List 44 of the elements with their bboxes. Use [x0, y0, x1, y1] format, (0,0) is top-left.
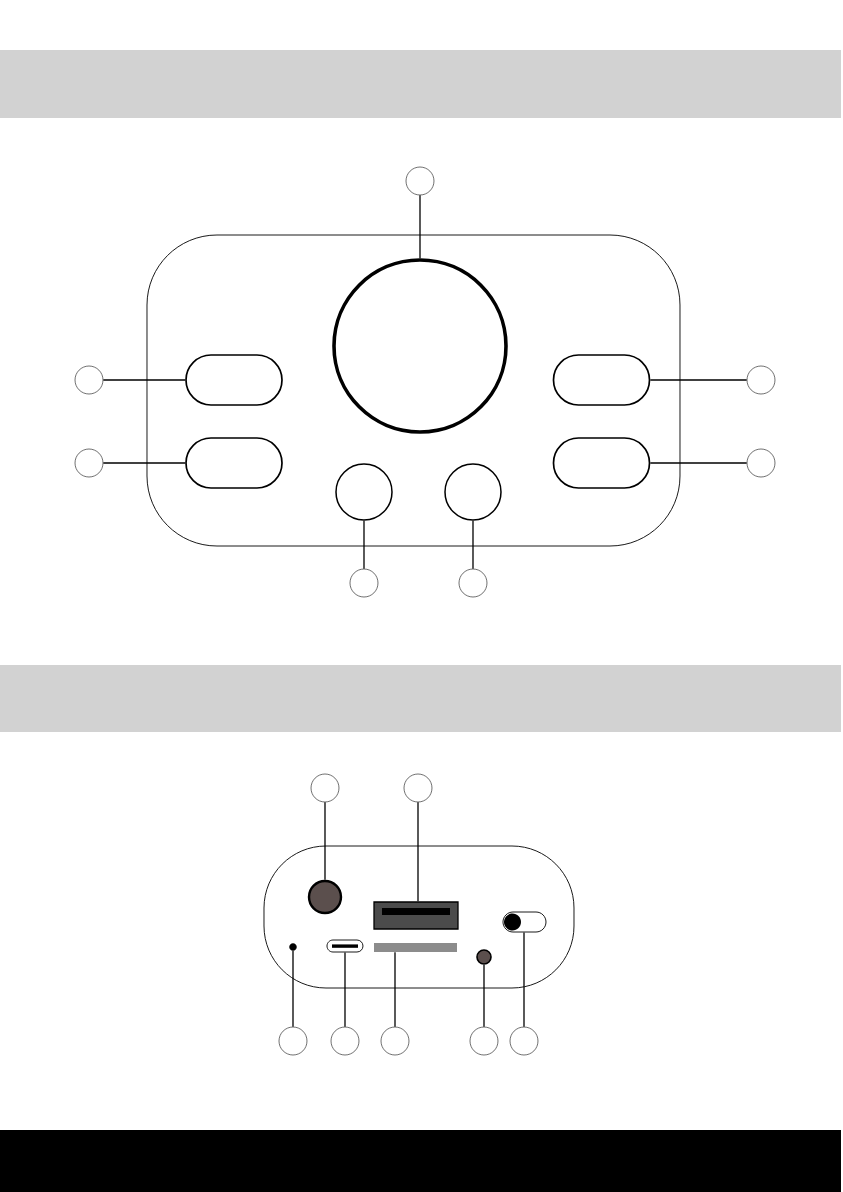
- leader-line: [102, 462, 186, 464]
- slide-switch: [502, 911, 547, 933]
- leader-line: [649, 462, 748, 464]
- usb-port: [373, 901, 459, 930]
- callout-circle: [509, 1026, 539, 1056]
- jack-socket: [307, 879, 343, 915]
- callout-circle: [330, 1026, 360, 1056]
- leader-line: [363, 520, 365, 570]
- round-button: [335, 463, 393, 521]
- callout-circle: [380, 1026, 410, 1056]
- pill-button: [185, 354, 283, 406]
- leader-line: [324, 801, 326, 881]
- pill-button: [552, 437, 651, 489]
- callout-circle: [74, 448, 104, 478]
- leader-line: [344, 951, 346, 1028]
- callout-circle: [74, 365, 104, 395]
- usb-c-port: [326, 939, 364, 953]
- callout-circle: [458, 568, 488, 598]
- leader-line: [649, 379, 748, 381]
- device-outline: [263, 845, 575, 989]
- card-slot: [374, 943, 457, 952]
- leader-line: [417, 801, 419, 902]
- leader-line: [523, 931, 525, 1028]
- leader-line: [292, 950, 294, 1028]
- pill-button: [552, 354, 651, 406]
- callout-circle: [405, 166, 435, 196]
- leader-line: [472, 520, 474, 570]
- led-indicator: [476, 949, 492, 965]
- pinhole: [289, 943, 297, 951]
- pill-button: [185, 437, 283, 489]
- leader-line: [394, 951, 396, 1028]
- device-outline: [146, 234, 681, 547]
- callout-circle: [746, 365, 776, 395]
- knob: [332, 258, 508, 434]
- callout-circle: [746, 448, 776, 478]
- callout-circle: [310, 773, 340, 803]
- callout-circle: [469, 1026, 499, 1056]
- leader-line: [419, 194, 421, 259]
- callout-circle: [278, 1026, 308, 1056]
- callout-circle: [403, 773, 433, 803]
- round-button: [444, 463, 502, 521]
- leader-line: [483, 964, 485, 1028]
- leader-line: [102, 379, 186, 381]
- callout-circle: [349, 568, 379, 598]
